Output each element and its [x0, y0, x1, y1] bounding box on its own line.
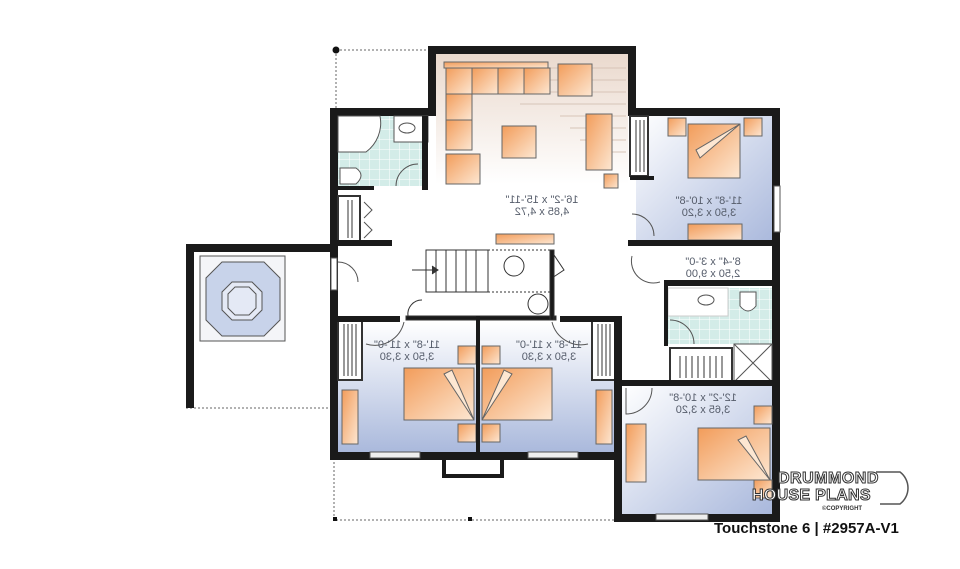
family-room [436, 54, 628, 245]
room-label-bedroom-se: 12'-2" x 10'-8" 3,65 x 3,20 [656, 392, 750, 416]
corner-marker [332, 46, 340, 54]
hot-tub-deck [186, 244, 330, 408]
closet-left [330, 195, 392, 246]
room-dim-imperial: 12'-2" x 10'-8" [669, 392, 737, 404]
sectional-sofa-icon [443, 61, 619, 189]
storage-room [630, 255, 780, 286]
room-dim-metric: 2,50 x 9,00 [685, 268, 741, 280]
door-swing [337, 261, 359, 283]
room-label-family: 16'-2" x 15'-11" 4,85 x 4,72 [492, 194, 592, 218]
bedroom-s [480, 316, 622, 459]
room-label-bedroom-sw: 11'-8" x 11'-0" 3,50 x 3,30 [360, 339, 454, 363]
room-dim-metric: 3,50 x 3,30 [379, 351, 435, 363]
logo-mark-icon [876, 471, 909, 505]
room-dim-imperial: 11'-8" x 10'-8" [675, 195, 743, 207]
copyright-text: ©COPYRIGHT [822, 506, 863, 512]
room-dim-imperial: 11'-8" x 11'-0" [515, 339, 583, 351]
room-dim-metric: 4,85 x 4,72 [514, 206, 570, 218]
room-label-bedroom-s: 11'-8" x 11'-0" 3,50 x 3,30 [502, 339, 596, 363]
staircase [405, 249, 565, 321]
bedroom-ne [628, 115, 781, 246]
brand-line-2: HOUSE PLANS [752, 487, 872, 505]
hot-tub-icon [199, 255, 286, 342]
bedroom-sw [337, 319, 477, 459]
room-dim-imperial: 8'-4" x 3'-0" [685, 256, 741, 268]
room-label-bedroom-ne: 11'-8" x 10'-8" 3,50 x 3,20 [662, 195, 756, 219]
bathroom-right [664, 286, 773, 383]
brand-line-1: DRUMMOND [778, 470, 879, 488]
room-dim-metric: 3,50 x 3,30 [521, 351, 577, 363]
room-label-storage: 8'-4" x 3'-0" 2,50 x 9,00 [666, 256, 760, 280]
room-dim-imperial: 11'-8" x 11'-0" [373, 339, 441, 351]
room-dim-metric: 3,65 x 3,20 [675, 404, 731, 416]
room-dim-metric: 3,50 x 3,20 [681, 207, 737, 219]
room-dim-imperial: 16'-2" x 15'-11" [505, 194, 579, 206]
bathroom-left [337, 115, 429, 190]
plan-caption: Touchstone 6 | #2957A-V1 [714, 520, 899, 537]
bedroom-se [614, 380, 774, 521]
